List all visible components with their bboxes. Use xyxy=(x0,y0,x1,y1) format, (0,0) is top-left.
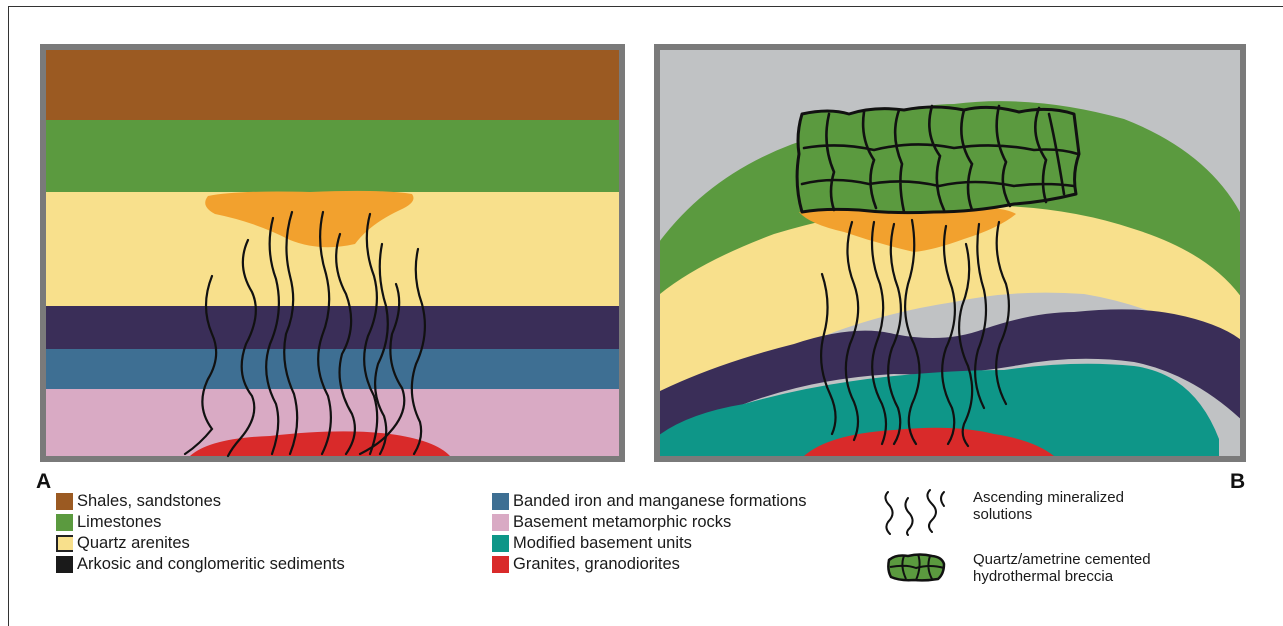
legend-item-basement: Basement metamorphic rocks xyxy=(492,512,807,533)
arkosic-swatch xyxy=(56,556,73,573)
cross-section-a xyxy=(40,44,625,462)
limestone-layer xyxy=(46,120,619,192)
legend-label: Banded iron and manganese formations xyxy=(513,491,807,512)
legend-item-shales: Shales, sandstones xyxy=(56,491,345,512)
legend-label: Granites, granodiorites xyxy=(513,554,680,575)
legend-item-limestones: Limestones xyxy=(56,512,345,533)
legend-item-quartz-arenites: Quartz arenites xyxy=(56,533,345,554)
solutions-label-line2: solutions xyxy=(973,506,1124,523)
legend-item-granites: Granites, granodiorites xyxy=(492,554,807,575)
legend-column-left: Shales, sandstones Limestones Quartz are… xyxy=(56,491,345,575)
breccia-icon xyxy=(886,552,946,582)
solutions-label: Ascending mineralized solutions xyxy=(973,489,1124,523)
basement-swatch xyxy=(492,514,509,531)
legend-label: Arkosic and conglomeritic sediments xyxy=(77,554,345,575)
breccia-label: Quartz/ametrine cemented hydrothermal br… xyxy=(973,551,1151,585)
banded-iron-swatch xyxy=(492,493,509,510)
legend-label: Shales, sandstones xyxy=(77,491,221,512)
cross-section-b xyxy=(654,44,1246,462)
hydrothermal-breccia xyxy=(797,106,1079,213)
strata-a xyxy=(46,50,619,456)
banded-iron-layer xyxy=(46,349,619,389)
legend-label: Basement metamorphic rocks xyxy=(513,512,731,533)
breccia-label-line1: Quartz/ametrine cemented xyxy=(973,551,1151,568)
quartz-arenites-swatch xyxy=(56,535,73,552)
solutions-label-line1: Ascending mineralized xyxy=(973,489,1124,506)
cross-section-a-svg xyxy=(40,44,625,462)
arkosic-layer xyxy=(46,306,619,349)
strata-b xyxy=(654,50,1246,456)
panel-label-b: B xyxy=(1230,470,1245,494)
breccia-label-line2: hydrothermal breccia xyxy=(973,568,1151,585)
cross-section-b-svg xyxy=(654,44,1246,462)
legend-label: Quartz arenites xyxy=(77,533,190,554)
top-border-line xyxy=(8,6,1283,7)
legend-label: Limestones xyxy=(77,512,161,533)
legend-column-middle: Banded iron and manganese formations Bas… xyxy=(492,491,807,575)
ascending-solutions-icon xyxy=(880,488,950,536)
limestones-swatch xyxy=(56,514,73,531)
legend-item-modified-basement: Modified basement units xyxy=(492,533,807,554)
panel-label-a: A xyxy=(36,470,51,494)
legend-label: Modified basement units xyxy=(513,533,692,554)
legend-item-arkosic: Arkosic and conglomeritic sediments xyxy=(56,554,345,575)
granites-swatch xyxy=(492,556,509,573)
shale-layer xyxy=(46,50,619,120)
modified-basement-swatch xyxy=(492,535,509,552)
left-border-line xyxy=(8,6,9,626)
shales-swatch xyxy=(56,493,73,510)
legend-item-banded-iron: Banded iron and manganese formations xyxy=(492,491,807,512)
